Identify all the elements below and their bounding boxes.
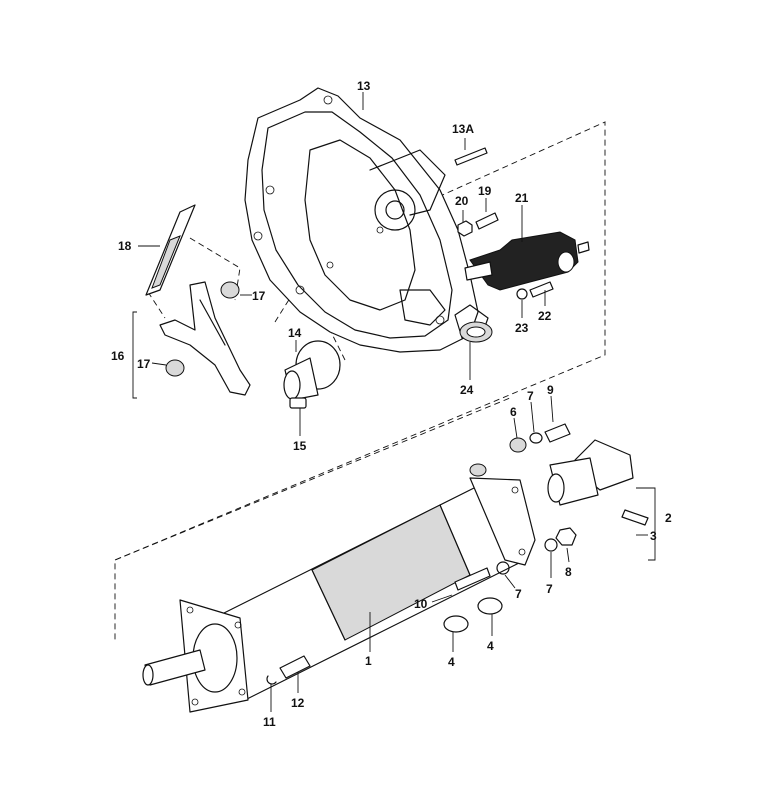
washer-lower (496, 561, 510, 575)
retaining-clip (266, 675, 277, 685)
lower-bolt (454, 567, 491, 591)
transmission-tube (142, 463, 536, 713)
label-7-right: 7 (546, 582, 553, 596)
callout-labels: 13 13A 20 19 21 22 23 24 14 15 18 17 16 … (111, 79, 672, 729)
lock-plate-right (477, 597, 503, 615)
shaft-seal (459, 321, 493, 343)
label-19: 19 (478, 184, 492, 198)
clutch-release-fork (159, 281, 251, 396)
flange-bolt (279, 655, 311, 679)
rear-mount (547, 439, 634, 506)
label-17-lower: 17 (137, 357, 151, 371)
label-3: 3 (650, 529, 657, 543)
label-2: 2 (665, 511, 672, 525)
release-bearing-guide (283, 340, 341, 401)
label-8: 8 (565, 565, 572, 579)
label-22: 22 (538, 309, 552, 323)
clutch-slave-cylinder (464, 231, 590, 291)
label-23: 23 (515, 321, 529, 335)
label-6: 6 (510, 405, 517, 419)
label-21: 21 (515, 191, 529, 205)
slave-cylinder-bolt (529, 281, 554, 298)
clutch-housing (244, 87, 489, 353)
upper-bolt (544, 423, 571, 443)
fork-bushing-upper (220, 281, 240, 299)
fork-bushing-lower (165, 359, 185, 377)
slave-cylinder-stud (475, 212, 499, 230)
label-1: 1 (365, 654, 372, 668)
slave-cylinder-nut (457, 220, 473, 237)
label-12: 12 (291, 696, 305, 710)
slave-cylinder-washer (516, 288, 528, 300)
release-fork-shaft (145, 204, 196, 296)
label-15: 15 (293, 439, 307, 453)
label-13a: 13A (452, 122, 474, 136)
label-7-lower: 7 (515, 587, 522, 601)
lock-plate-left (443, 615, 469, 633)
label-24: 24 (460, 383, 474, 397)
label-4-left: 4 (448, 655, 455, 669)
label-10: 10 (414, 597, 428, 611)
label-9: 9 (547, 383, 554, 397)
mount-bolt (621, 509, 649, 526)
label-13: 13 (357, 79, 371, 93)
dowel-pin (454, 147, 488, 166)
label-18: 18 (118, 239, 132, 253)
label-4-right: 4 (487, 639, 494, 653)
bushing (509, 437, 527, 453)
mount-nut (555, 527, 577, 546)
leader-lines (132, 92, 656, 712)
label-14: 14 (288, 326, 302, 340)
label-17-upper: 17 (252, 289, 266, 303)
label-7-upper: 7 (527, 389, 534, 403)
washer-right (544, 538, 558, 552)
label-11: 11 (263, 715, 276, 729)
washer-upper (529, 432, 543, 444)
label-16: 16 (111, 349, 125, 363)
label-20: 20 (455, 194, 469, 208)
guide-bolt (289, 397, 307, 409)
